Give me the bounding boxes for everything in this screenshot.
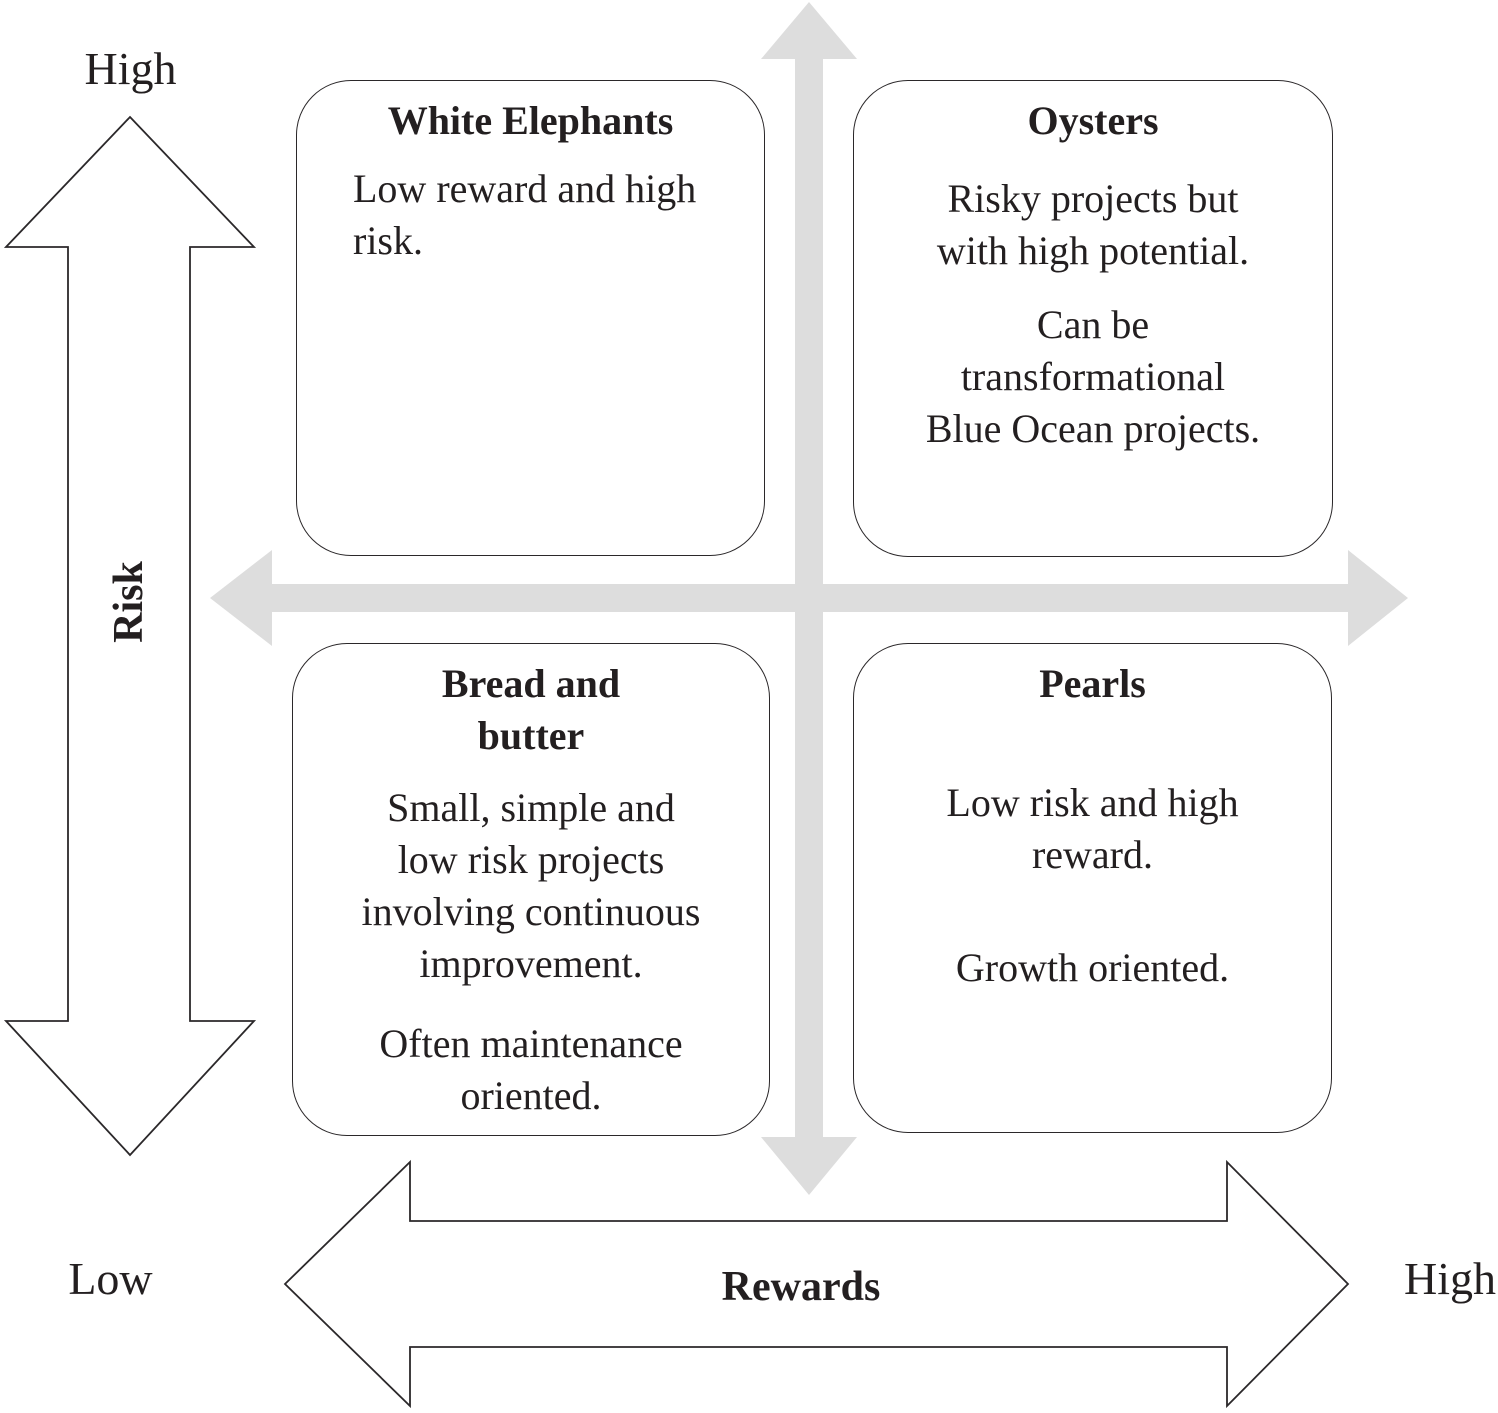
quadrant-pearls: Pearls Low risk and high reward. Growth …	[853, 643, 1332, 1133]
risk-axis-label: Risk	[106, 561, 152, 643]
risk-high-label: High	[84, 43, 177, 94]
quadrant-oysters-paragraph: Can be transformational Blue Ocean proje…	[925, 302, 1261, 451]
rewards-outlined-arrow	[283, 1159, 1350, 1409]
quadrant-white-elephants-body: Low reward and high risk.	[297, 163, 764, 267]
quadrant-bread-and-butter-paragraph: Small, simple and low risk projects invo…	[361, 785, 701, 986]
rewards-high-label: High	[1404, 1253, 1496, 1304]
quadrant-white-elephants: White Elephants Low reward and high risk…	[296, 80, 765, 556]
quadrant-oysters-body: Risky projects but with high potential. …	[854, 173, 1332, 455]
quadrant-pearls-title: Pearls	[1039, 661, 1146, 706]
quadrant-bread-and-butter-title: Bread and butter	[441, 661, 621, 758]
quadrant-oysters-title: Oysters	[1027, 98, 1159, 143]
quadrant-white-elephants-paragraph: Low reward and high risk.	[353, 166, 697, 263]
quadrant-pearls-paragraph: Growth oriented.	[955, 945, 1230, 990]
quadrant-oysters-paragraph: Risky projects but with high potential.	[936, 176, 1250, 273]
quadrant-bread-and-butter-paragraph: Often maintenance oriented.	[379, 1021, 683, 1118]
quadrant-bread-and-butter: Bread and butter Small, simple and low r…	[292, 643, 770, 1136]
quadrant-oysters: Oysters Risky projects but with high pot…	[853, 80, 1333, 557]
rewards-axis-gray-arrow	[210, 550, 1408, 646]
quadrant-white-elephants-title: White Elephants	[387, 98, 674, 143]
quadrant-bread-and-butter-body: Small, simple and low risk projects invo…	[293, 782, 769, 1122]
quadrant-pearls-paragraph: Low risk and high reward.	[946, 780, 1239, 877]
rewards-low-label: Low	[68, 1253, 153, 1304]
quadrant-pearls-body: Low risk and high reward. Growth oriente…	[854, 777, 1331, 994]
risk-outlined-arrow	[3, 115, 257, 1157]
rewards-axis-label: Rewards	[721, 1264, 881, 1310]
